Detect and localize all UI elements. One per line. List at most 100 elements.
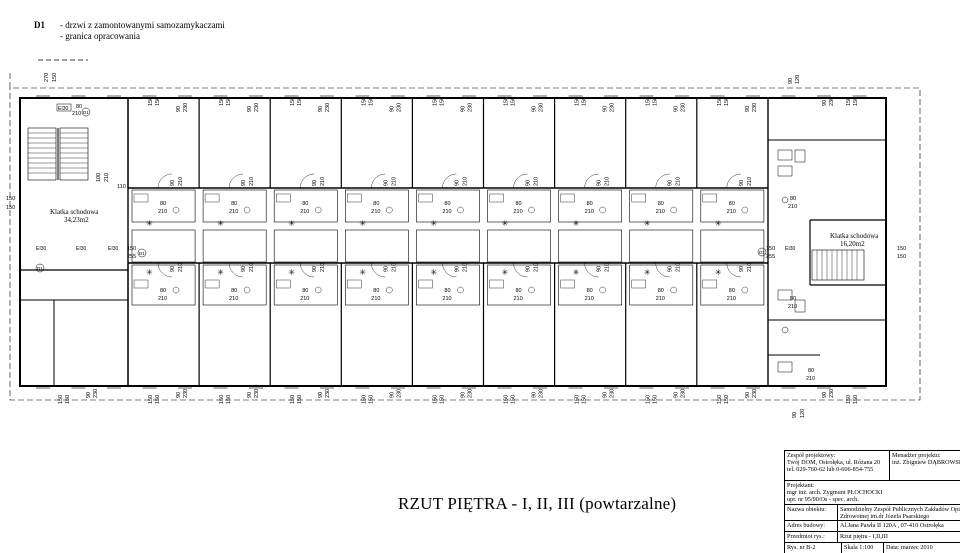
door-swing-icon	[655, 262, 670, 278]
toilet-icon	[741, 286, 748, 294]
dim-door-210: 210	[72, 111, 81, 117]
dim-210: 210	[442, 209, 451, 215]
toilet-icon	[315, 206, 322, 214]
dim-window-150: 150	[653, 395, 659, 404]
star-marker: ✳	[288, 219, 295, 228]
dim-210: 210	[391, 263, 397, 272]
bathroom-bottom	[629, 264, 694, 306]
dim-stair-210: 210	[104, 173, 110, 182]
bathroom-top	[487, 189, 551, 223]
door-swing-icon	[726, 262, 741, 278]
dim-90: 90	[526, 266, 532, 272]
bathroom-top-lower	[344, 229, 409, 263]
bathtub-icon	[204, 279, 220, 289]
bathroom-top	[131, 189, 196, 223]
dim-door-90: 90	[674, 106, 680, 112]
ei30-tag-3: EI30	[36, 246, 47, 252]
legend-code-boundary	[34, 31, 50, 42]
outer-wall	[19, 97, 887, 387]
door-swing-icon	[513, 262, 528, 278]
door-swing-icon	[300, 262, 315, 278]
dim-door-230: 230	[325, 103, 331, 112]
dim-210: 210	[676, 177, 682, 186]
toilet-icon	[457, 206, 464, 214]
tb-manager: Menadżer projektu: inż. Zbigniew DĄBROWS…	[889, 451, 960, 481]
dim-top-left-150: 150	[52, 73, 58, 82]
bathroom-top	[558, 189, 622, 223]
dim-210: 210	[676, 263, 682, 272]
dim-window-150: 150	[717, 97, 723, 106]
dim-door-230: 230	[829, 389, 835, 398]
bathroom-top	[273, 189, 338, 223]
toilet-icon	[670, 206, 677, 214]
dim-window-150: 150	[432, 395, 438, 404]
dim-80: 80	[231, 288, 237, 294]
tb-sheet-cell: Rys. nr B-2	[785, 543, 841, 553]
dim-door-90: 90	[603, 392, 609, 398]
dim-window-150: 150	[504, 395, 510, 404]
legend-text-boundary: - granica opracowania	[60, 31, 140, 41]
dim-window-150: 150	[65, 395, 71, 404]
bathroom-bottom	[416, 264, 480, 306]
bathroom-top	[700, 189, 765, 223]
tb-subject-cell: Rzut piętra - I,II,III	[837, 532, 960, 543]
bathtub-icon	[489, 193, 504, 203]
dim-210: 210	[585, 296, 594, 302]
drawing-title: RZUT PIĘTRA - I, II, III (powtarzalne)	[398, 494, 677, 513]
tb-object: Samodzielny Zespół Publicznych Zakładów …	[837, 505, 960, 521]
tb-date-cell: Data: marzec 2010	[883, 543, 960, 553]
d1-marker-3	[757, 247, 767, 257]
dim-window-150: 150	[724, 97, 730, 106]
dim-window-150: 150	[582, 97, 588, 106]
star-marker: ✳	[715, 219, 722, 228]
dim-210: 210	[249, 263, 255, 272]
dim-door-90: 90	[745, 106, 751, 112]
dim-210: 210	[514, 296, 523, 302]
legend-code-d1: D1	[34, 20, 45, 30]
dim-window-150: 150	[582, 395, 588, 404]
door-swing-icon	[584, 262, 599, 278]
dim-bottom-right-90: 90	[792, 412, 798, 418]
dim-210: 210	[371, 296, 380, 302]
toilet-icon	[243, 206, 251, 214]
tb-address-cell: Al.Jana Pawła II 120A , 07-410 Ostrołęka	[837, 521, 960, 532]
tb-sheet: Rys. nr B-2	[787, 544, 816, 551]
dim-door-90: 90	[532, 106, 538, 112]
dim-door-90: 90	[247, 106, 253, 112]
dim-window-150: 150	[717, 395, 723, 404]
dim-door-230: 230	[93, 389, 99, 398]
dim-210: 210	[585, 209, 594, 215]
dim-window-150: 150	[226, 395, 232, 404]
dim-window-150: 150	[646, 395, 652, 404]
stair-left-area: 34,23m2	[64, 216, 89, 224]
dim-90: 90	[739, 266, 745, 272]
dim-210: 210	[320, 177, 326, 186]
dim-door-90: 90	[247, 392, 253, 398]
dim-210: 210	[605, 263, 611, 272]
ei30-tag-4: EI30	[76, 246, 87, 252]
ei30-tag-2: EI30	[108, 246, 119, 252]
dim-80: 80	[658, 288, 664, 294]
dim-door-90: 90	[603, 106, 609, 112]
dim-right-150a: 150	[897, 246, 906, 252]
door-swing-icon	[371, 262, 386, 278]
dim-door-90: 90	[822, 100, 828, 106]
dim-door-90: 90	[745, 392, 751, 398]
dim-left-150a: 150	[6, 196, 15, 202]
bathtub-icon	[204, 193, 220, 203]
tb-address-label: Adres budowy:	[787, 522, 825, 529]
dim-210: 210	[300, 296, 309, 302]
toilet-icon	[599, 286, 606, 294]
bathroom-top-lower	[131, 229, 196, 263]
dim-window-150: 150	[219, 395, 225, 404]
dim-80: 80	[373, 201, 379, 207]
dim-door-90: 90	[674, 392, 680, 398]
dim-door-90: 90	[532, 392, 538, 398]
d1-marker-1	[81, 107, 91, 117]
dim-door-230: 230	[829, 97, 835, 106]
